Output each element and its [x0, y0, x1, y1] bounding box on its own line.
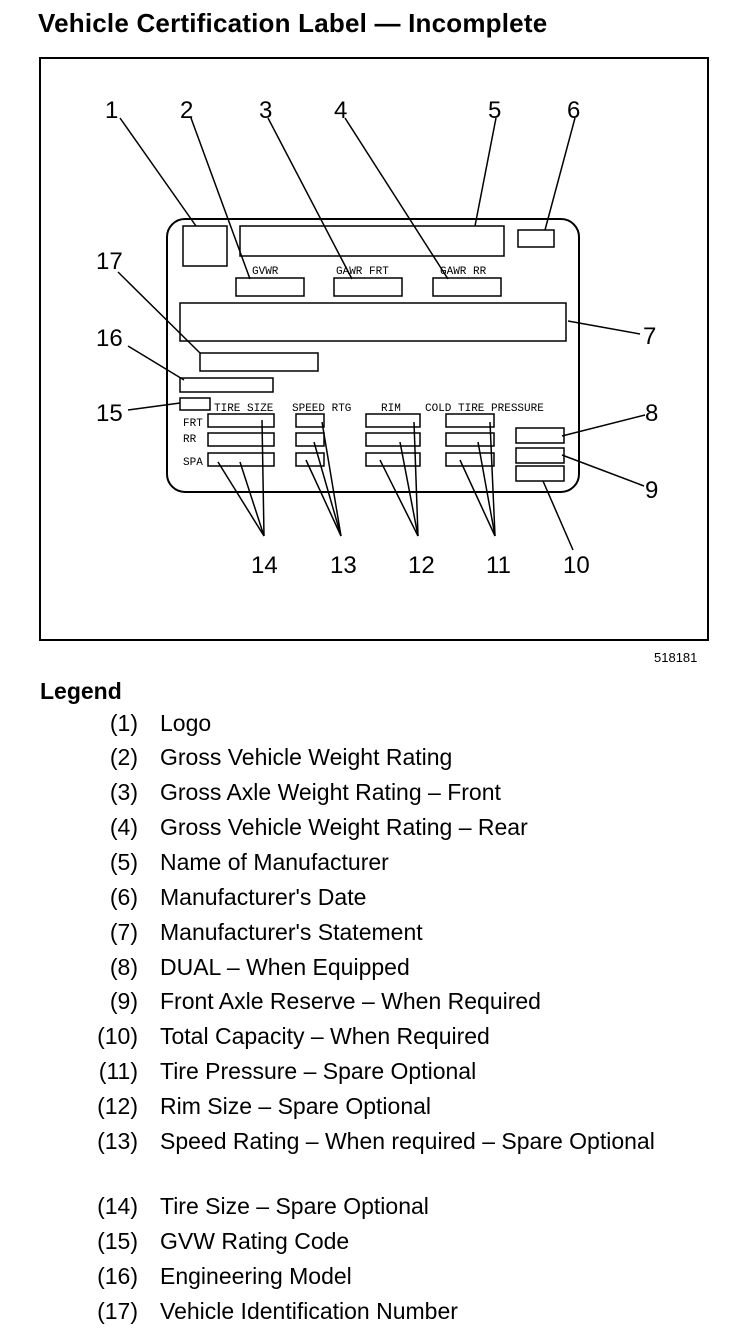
legend-number: (10): [97, 1023, 138, 1049]
leader-lines: [117, 117, 646, 551]
legend-text: Gross Vehicle Weight Rating: [160, 744, 453, 770]
callout-13: 13: [330, 552, 357, 579]
legend-number: (4): [109, 814, 138, 840]
callout-5: 5: [488, 97, 501, 124]
legend-number: (5): [109, 849, 138, 875]
speed-rating-rr-box: [295, 432, 325, 447]
manufacturer-name-box: [239, 225, 505, 257]
legend-text: Name of Manufacturer: [160, 849, 389, 875]
front-axle-reserve-box: [515, 447, 565, 464]
legend-text: Gross Vehicle Weight Rating – Rear: [160, 814, 528, 840]
legend-number: (13): [97, 1128, 138, 1154]
legend-number: (11): [98, 1058, 138, 1084]
legend-heading: Legend: [40, 678, 122, 704]
callout-11: 11: [486, 552, 511, 579]
legend-text: Gross Axle Weight Rating – Front: [160, 779, 501, 805]
spa-row-label: SPA: [183, 457, 203, 469]
rim-spa-box: [365, 452, 421, 467]
cold-tire-pressure-label: COLD TIRE PRESSURE: [425, 403, 544, 415]
legend-text: Manufacturer's Statement: [160, 919, 423, 945]
gawr-frt-box: [333, 277, 403, 297]
callout-10: 10: [563, 552, 590, 579]
callout-4: 4: [334, 97, 347, 124]
tire-size-rr-box: [207, 432, 275, 447]
legend-number: (15): [97, 1228, 138, 1254]
legend-text: Tire Pressure – Spare Optional: [160, 1058, 477, 1084]
legend-text: Manufacturer's Date: [160, 884, 367, 910]
engineering-model-box: [179, 377, 274, 393]
logo-box: [182, 225, 228, 267]
speed-rtg-label: SPEED RTG: [292, 403, 351, 415]
rr-row-label: RR: [183, 434, 197, 446]
gawr-frt-label: GAWR FRT: [336, 266, 389, 278]
legend-text: Engineering Model: [160, 1263, 352, 1289]
total-capacity-box: [515, 465, 565, 482]
rim-label: RIM: [381, 403, 401, 415]
callout-17: 17: [96, 248, 123, 275]
callout-1: 1: [105, 97, 118, 124]
legend-number: (16): [97, 1263, 138, 1289]
legend-text: Tire Size – Spare Optional: [160, 1193, 429, 1219]
gvwr-label: GVWR: [252, 266, 279, 278]
speed-rating-spa-box: [295, 452, 325, 467]
callout-8: 8: [645, 400, 658, 427]
gawr-rr-box: [432, 277, 502, 297]
callout-12: 12: [408, 552, 435, 579]
callout-2: 2: [180, 97, 193, 124]
legend-text: GVW Rating Code: [160, 1228, 350, 1254]
callout-7: 7: [643, 323, 656, 350]
gvw-rating-code-box: [179, 397, 211, 411]
rim-rr-box: [365, 432, 421, 447]
callout-6: 6: [567, 97, 580, 124]
tire-size-frt-box: [207, 413, 275, 428]
legend-text: Speed Rating – When required – Spare Opt…: [160, 1128, 655, 1154]
tire-pressure-frt-box: [445, 413, 495, 428]
rim-frt-box: [365, 413, 421, 428]
figure-frame: [39, 57, 709, 641]
callout-3: 3: [259, 97, 272, 124]
tire-pressure-spa-box: [445, 452, 495, 467]
vin-box: [199, 352, 319, 372]
legend-number: (14): [97, 1193, 138, 1219]
tire-size-label: TIRE SIZE: [214, 403, 274, 415]
legend-text: Vehicle Identification Number: [160, 1298, 458, 1324]
gawr-rr-label: GAWR RR: [440, 266, 487, 278]
callout-14: 14: [251, 552, 278, 579]
manufacturer-date-box: [517, 229, 555, 248]
legend-number: (6): [109, 884, 138, 910]
legend-number: (17): [97, 1298, 138, 1324]
legend-text: Front Axle Reserve – When Required: [160, 988, 541, 1014]
legend-text: DUAL – When Equipped: [160, 954, 410, 980]
legend-number: (1): [109, 710, 138, 736]
gvwr-box: [235, 277, 305, 297]
speed-rating-frt-box: [295, 413, 325, 428]
label-diagram: GVWR GAWR FRT GAWR RR TIRE SIZE SPEED RT…: [39, 57, 709, 641]
figure-id: 518181: [654, 650, 698, 665]
legend-number: (12): [97, 1093, 138, 1119]
callout-16: 16: [96, 325, 123, 352]
tire-pressure-rr-box: [445, 432, 495, 447]
callout-15: 15: [96, 400, 123, 427]
callout-9: 9: [645, 477, 658, 504]
legend-number: (8): [109, 954, 138, 980]
frt-row-label: FRT: [183, 418, 203, 430]
legend-text: Total Capacity – When Required: [160, 1023, 490, 1049]
legend-number: (7): [109, 919, 138, 945]
legend-text: Logo: [160, 710, 212, 736]
legend-text: Rim Size – Spare Optional: [160, 1093, 432, 1119]
legend-number: (3): [109, 779, 138, 805]
manufacturer-statement-box: [179, 302, 567, 342]
dual-box: [515, 427, 565, 444]
legend-number: (2): [109, 744, 138, 770]
legend-number: (9): [109, 988, 138, 1014]
page-title: Vehicle Certification Label — Incomplete: [38, 8, 548, 38]
